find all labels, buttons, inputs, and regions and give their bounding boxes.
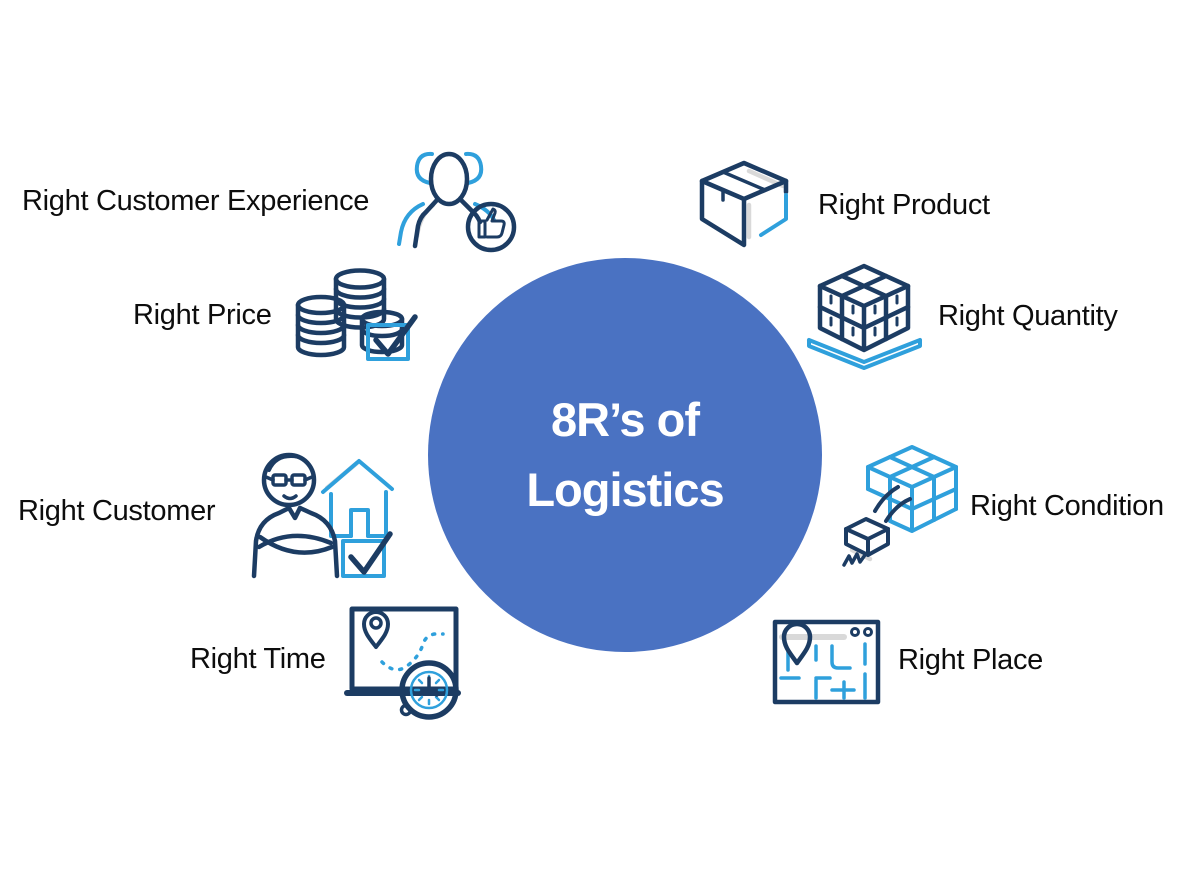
label-right-product: Right Product [818, 188, 990, 221]
item-right-quantity: Right Quantity [803, 262, 1118, 370]
label-right-place: Right Place [898, 644, 1043, 676]
place-map-pin-icon [772, 616, 882, 705]
item-right-time: Right Time [190, 601, 468, 720]
item-right-condition: Right Condition [842, 443, 1164, 569]
condition-damaged-box-icon [842, 443, 962, 569]
customer-person-house-icon [247, 444, 395, 579]
label-right-customer-experience: Right Customer Experience [22, 185, 370, 217]
label-right-quantity: Right Quantity [938, 299, 1118, 332]
title-line-2: Logistics [526, 463, 724, 516]
time-map-clock-icon [343, 601, 468, 720]
quantity-pallet-boxes-icon [803, 262, 926, 370]
item-right-customer: Right Customer [18, 444, 395, 579]
product-box-icon [697, 159, 792, 251]
label-right-customer: Right Customer [18, 494, 216, 527]
price-coins-checkbox-icon [294, 267, 424, 363]
customer-experience-icon [387, 150, 522, 253]
item-right-price: Right Price [133, 267, 424, 363]
item-right-place: Right Place [772, 616, 1043, 705]
item-right-product: Right Product [697, 159, 990, 251]
label-right-time: Right Time [190, 643, 326, 675]
label-right-condition: Right Condition [970, 489, 1164, 522]
item-right-customer-experience: Right Customer Experience [22, 150, 522, 253]
title-line-1: 8R’s of [551, 392, 700, 446]
center-circle: 8R’s of Logistics [428, 258, 822, 652]
label-right-price: Right Price [133, 298, 272, 331]
